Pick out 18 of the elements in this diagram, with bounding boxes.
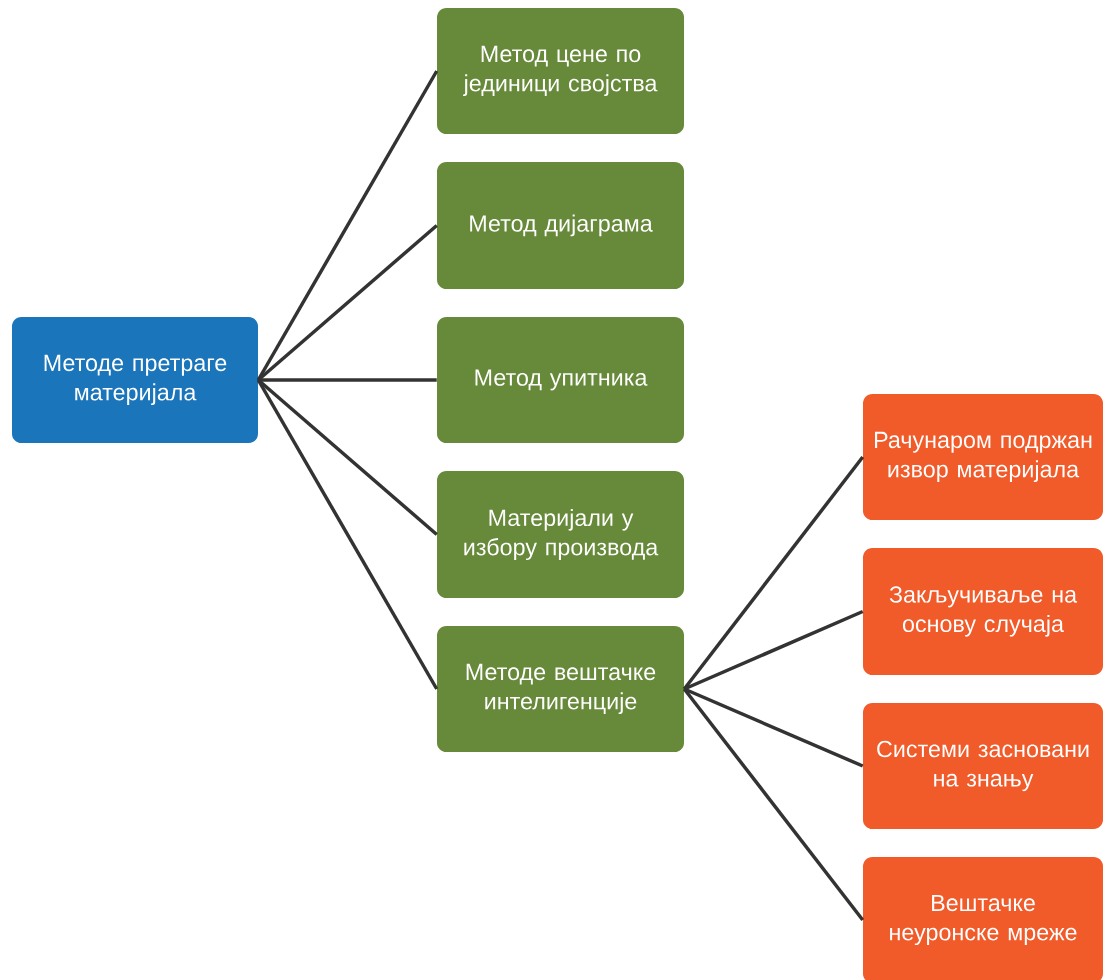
process-box: Вештачке неуронске мреже — [863, 857, 1103, 980]
process-box: Закључиваље на основу случаја — [863, 548, 1103, 675]
connector-line — [683, 609, 864, 691]
process-box: Методе вештачке интелигенције — [437, 626, 684, 752]
process-box: Материјали у избору производа — [437, 471, 684, 598]
process-box: Системи засновани на знању — [863, 703, 1103, 829]
process-box: Метод упитника — [437, 317, 684, 443]
connector-line — [256, 70, 439, 381]
process-box: Метод цене по јединици својства — [437, 8, 684, 134]
connector-line — [256, 379, 439, 690]
connector-line — [258, 378, 437, 382]
connector-line — [257, 224, 438, 382]
process-box: Метод дијаграма — [437, 162, 684, 289]
connector-line — [683, 687, 864, 768]
process-box: Методе претраге материјала — [12, 317, 258, 443]
connector-line — [682, 455, 865, 691]
process-box: Рачунаром подржан извор материјала — [863, 394, 1103, 520]
connector-line — [682, 687, 865, 922]
